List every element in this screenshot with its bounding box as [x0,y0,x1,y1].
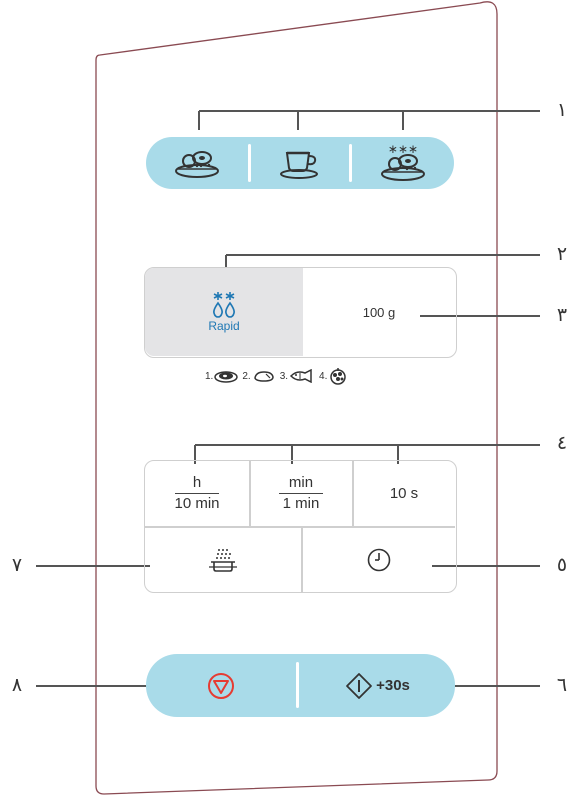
program-button-meat[interactable] [146,137,248,189]
divider [145,526,455,528]
hours-label: h [192,474,202,491]
program-button-drink[interactable] [251,137,349,189]
keep-warm-button[interactable] [145,527,301,592]
rapid-label: Rapid [208,319,240,333]
vegetables-icon [330,368,347,385]
minutes-button[interactable]: min 1 min [250,461,352,526]
time-settings-panel: h 10 min min 1 min 10 s [144,460,457,593]
fish-icon [289,369,312,383]
step-3-number: 3. [279,370,289,382]
poultry-icon [253,371,274,382]
seconds-label: 10 s [389,485,419,502]
defrost-drops-icon [213,292,235,318]
program-buttons-bar: ∗∗∗ [146,137,454,189]
meat-plate-icon [175,151,219,178]
seconds-button[interactable]: 10 s [353,461,455,526]
callout-1: ١ [556,99,568,121]
hours-step-label: 10 min [174,495,220,512]
hours-button[interactable]: h 10 min [145,461,249,526]
divider [349,144,352,182]
meat-icon [214,371,239,383]
callout-6: ٦ [556,674,568,696]
keep-warm-icon [209,548,237,572]
step-4-number: 4. [319,370,328,382]
program-button-frozen[interactable]: ∗∗∗ [352,137,454,189]
defrost-panel: Rapid 100 g [144,267,457,358]
rapid-defrost-button[interactable]: Rapid [145,268,303,356]
divider [296,662,299,708]
divider [248,144,251,182]
clock-button[interactable] [302,527,455,592]
start-icon [346,672,372,699]
fraction-bar [175,493,219,494]
callout-8: ٨ [11,674,23,696]
defrost-steps-row: 1. 2. 3. 4. [205,366,405,386]
stop-icon [208,672,234,699]
callout-4: ٤ [556,432,568,454]
minutes-step-label: 1 min [282,495,320,512]
start-label: +30s [376,677,410,694]
minutes-label: min [288,474,314,491]
step-1-number: 1. [205,370,214,382]
divider [352,461,354,526]
frozen-meal-icon: ∗∗∗ [381,143,425,181]
clock-icon [367,548,390,571]
stop-button[interactable] [146,654,296,717]
divider [249,461,251,526]
callout-3: ٣ [556,304,568,326]
fraction-bar [279,493,323,494]
callout-7: ٧ [11,554,23,576]
callout-5: ٥ [556,554,568,576]
start-stop-bar: +30s [146,654,455,717]
weight-display[interactable]: 100 g [303,268,455,356]
svg-text:∗∗∗: ∗∗∗ [388,143,418,156]
divider [301,526,303,592]
panel-outline [95,1,498,795]
step-2-number: 2. [242,370,251,382]
coffee-cup-icon [280,151,318,179]
callout-2: ٢ [556,243,568,265]
weight-value: 100 g [362,304,396,320]
start-button[interactable]: +30s [299,654,455,717]
